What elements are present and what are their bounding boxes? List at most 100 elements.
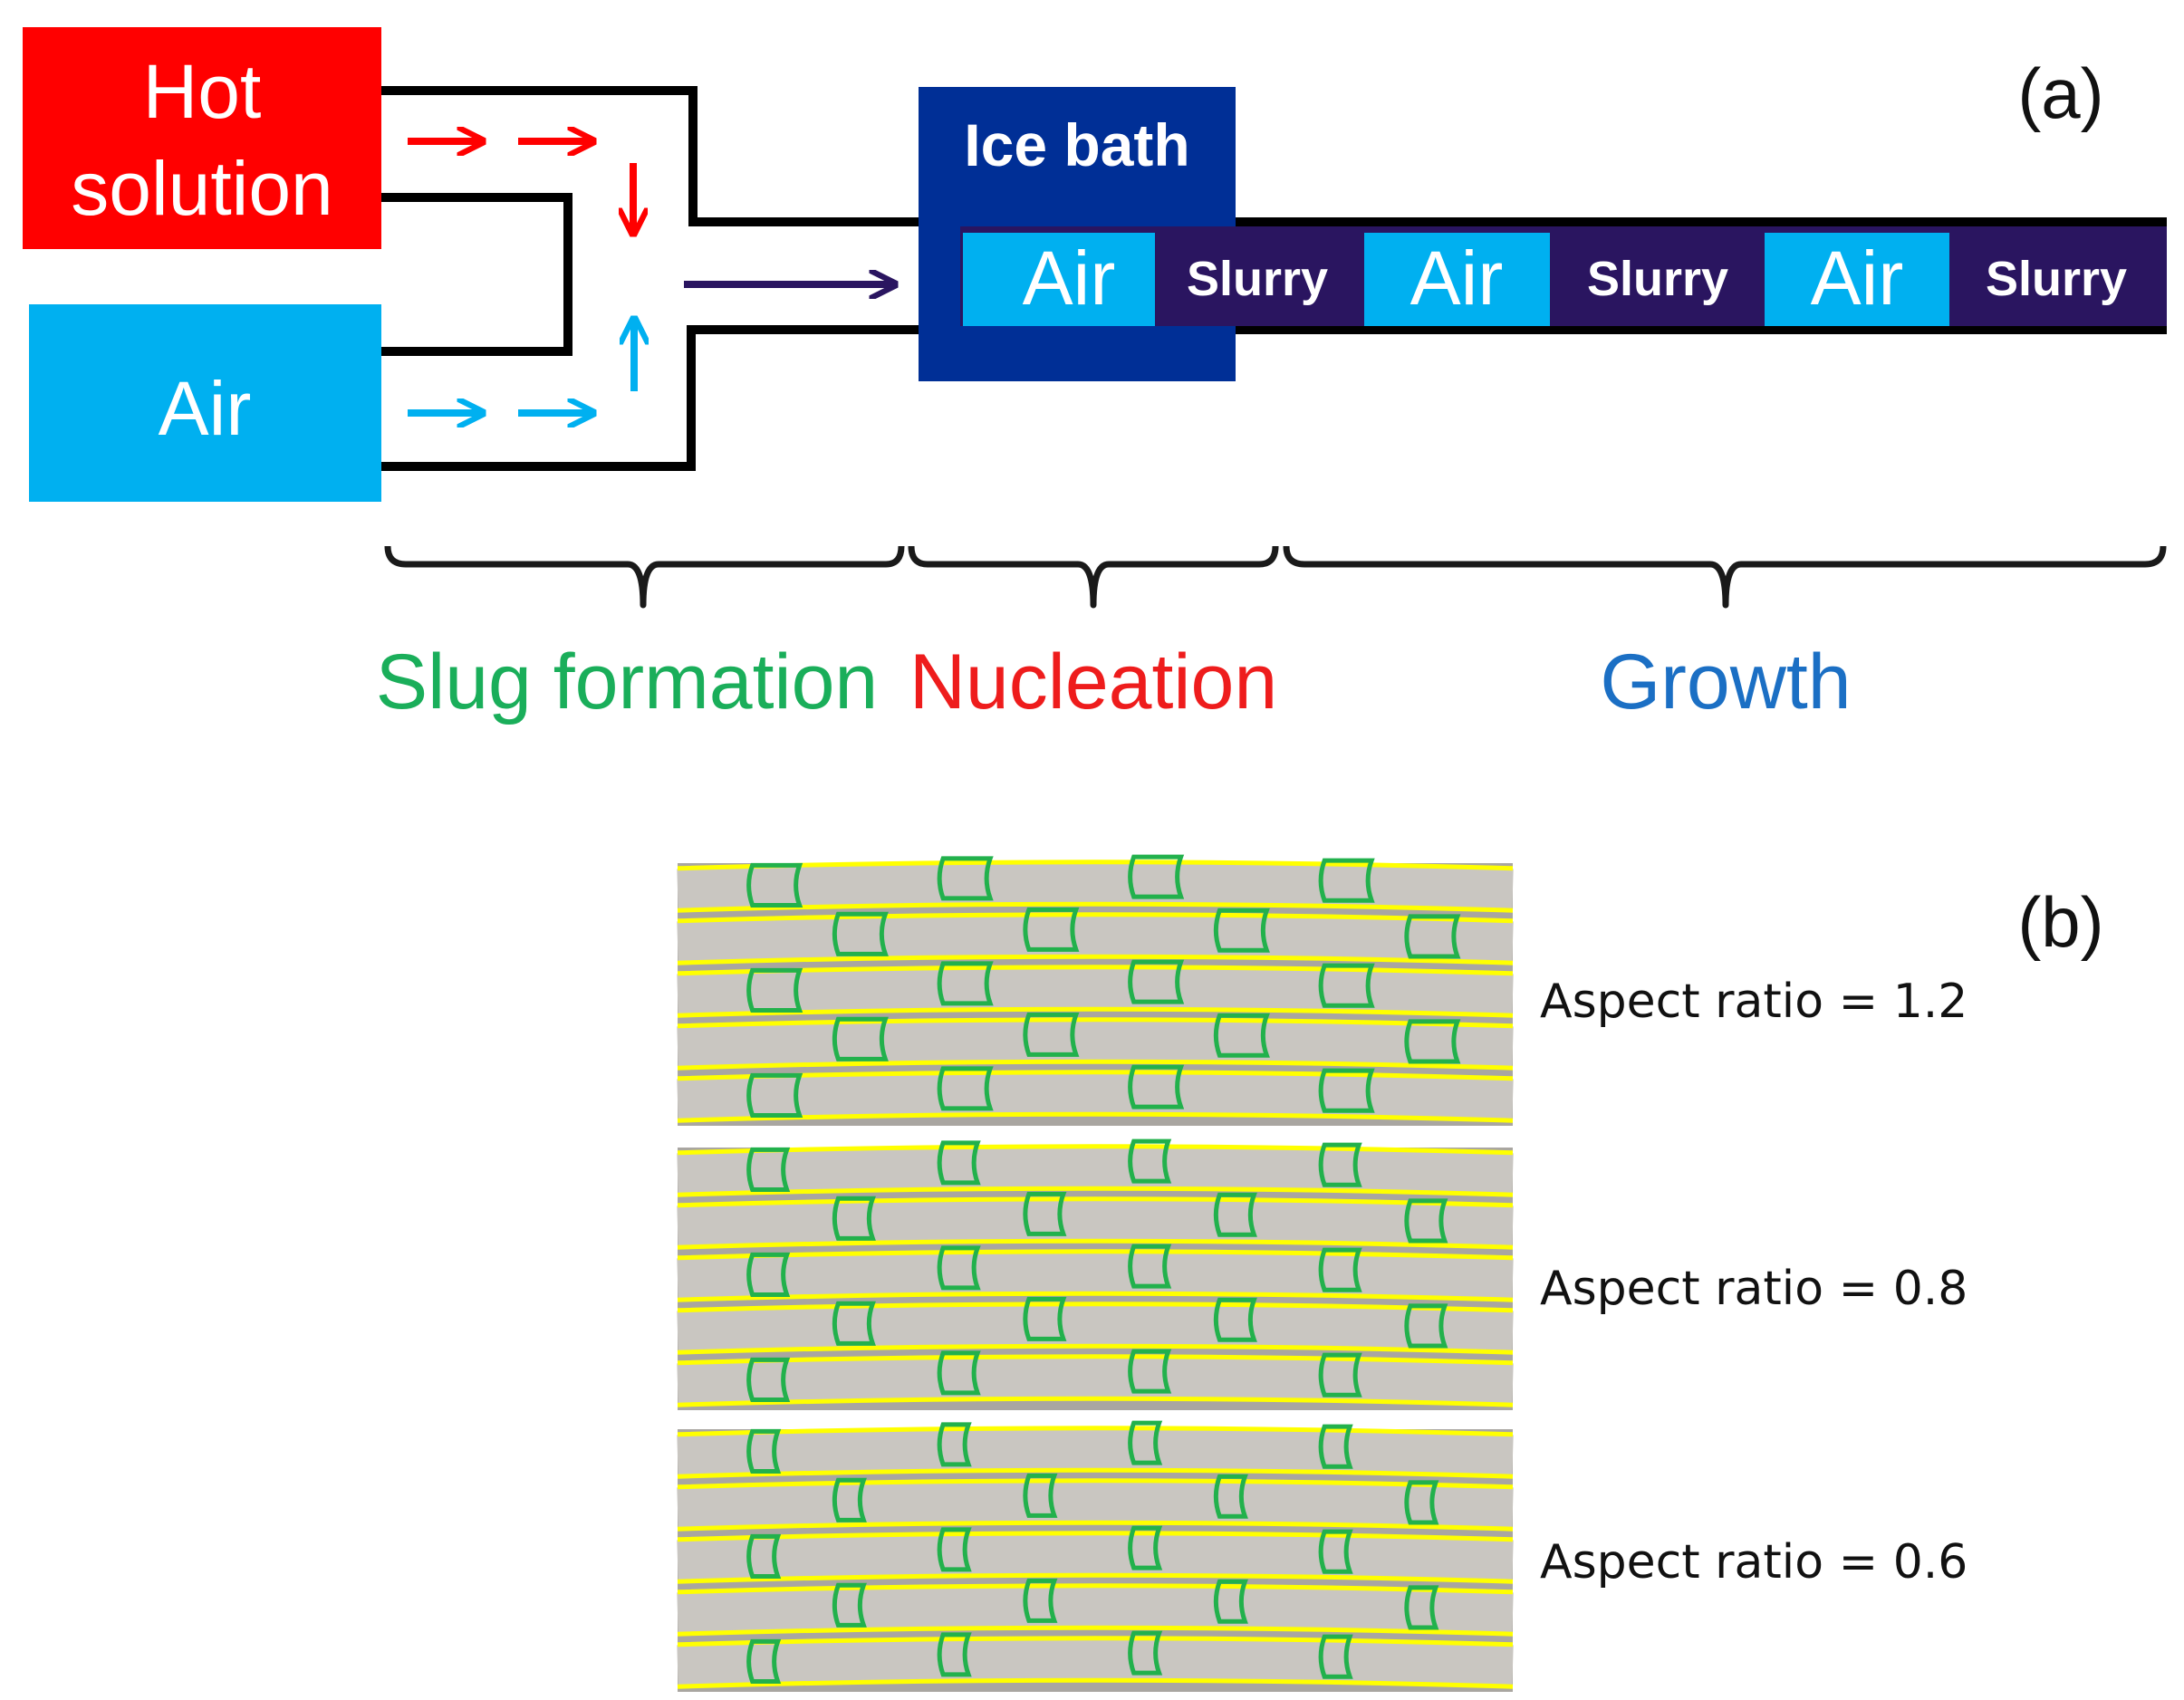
tube-body <box>677 1586 1514 1634</box>
slug-outline <box>1404 914 1461 959</box>
slug-outline <box>746 1428 782 1474</box>
tube-body <box>677 1428 1514 1476</box>
slug-outline <box>746 1638 782 1684</box>
slug-outline <box>746 1072 803 1118</box>
slug-outline <box>746 967 803 1013</box>
tube-wall-highlight <box>677 1625 1514 1637</box>
growth-brace <box>1283 545 2167 609</box>
tube-wall-highlight <box>677 1249 1514 1261</box>
slug-outline <box>1213 1192 1257 1237</box>
slug-outline <box>746 1533 782 1579</box>
tube-body <box>677 1072 1514 1120</box>
slug-outline <box>832 1016 889 1061</box>
slug-outline <box>1128 1420 1163 1465</box>
slug-outline <box>937 1527 972 1572</box>
nucleation-brace <box>908 545 1279 609</box>
tube-wall-highlight <box>677 1531 1514 1542</box>
tube-wall-highlight <box>677 1017 1514 1029</box>
slug-train: Air Slurry Air Slurry Air Slurry <box>963 233 2127 326</box>
slug-outline <box>937 856 994 901</box>
stage-label-growth: Growth <box>1600 639 1851 725</box>
tube-body <box>677 1357 1514 1405</box>
air-source-box <box>29 304 381 502</box>
segment-label: Air <box>1410 235 1504 321</box>
slug-outline <box>1318 1352 1362 1397</box>
tube-wall-highlight <box>677 1636 1514 1647</box>
slug-outline <box>1128 1525 1163 1570</box>
tube-wall-highlight <box>677 1572 1514 1584</box>
aspect-ratio-caption-2: Aspect ratio = 0.8 <box>1540 1262 1968 1316</box>
slug-outline <box>1318 1247 1362 1292</box>
slug-outline <box>1318 1529 1353 1574</box>
slug-outline <box>832 1196 876 1241</box>
tube-wall-highlight <box>677 1467 1514 1479</box>
tube-wall-highlight <box>677 1354 1514 1366</box>
slug-outline <box>1404 1198 1448 1244</box>
slug-outline <box>937 1350 981 1396</box>
inlet-channels <box>381 86 2167 471</box>
tube-wall-highlight <box>677 1478 1514 1490</box>
tube-wall-highlight <box>677 1059 1514 1071</box>
tube-body <box>677 1638 1514 1686</box>
slug-outline <box>1128 1630 1163 1676</box>
slug-outline <box>832 1477 867 1522</box>
segment-label: Slurry <box>1187 252 1328 306</box>
slug-outline <box>1023 1296 1067 1341</box>
tube-photo <box>677 1420 1514 1692</box>
slug-outline <box>1404 1303 1448 1349</box>
slug-outline <box>1318 1634 1353 1679</box>
slug-outline <box>1023 1473 1058 1518</box>
tube-wall-highlight <box>677 1343 1514 1355</box>
tube-body <box>677 1304 1514 1352</box>
tube-photo <box>677 854 1514 1126</box>
stage-label-nucleation: Nucleation <box>909 639 1277 725</box>
tube-body <box>677 1533 1514 1581</box>
hot-solution-box <box>23 27 381 249</box>
segment-label: Air <box>1023 235 1116 321</box>
slug-outline <box>937 1422 972 1467</box>
slug-outline <box>746 1357 791 1402</box>
slug-outline <box>937 1066 994 1111</box>
air-source-label: Air <box>159 366 252 451</box>
tube-body <box>677 967 1514 1015</box>
tube-body <box>677 1020 1514 1068</box>
slug-outline <box>746 1147 791 1192</box>
slug-outline <box>937 961 994 1006</box>
slug-outline <box>1213 1013 1270 1058</box>
ice-bath-label: Ice bath <box>964 111 1189 178</box>
slug-outline <box>1404 1480 1439 1525</box>
panel-b: (b) Aspect ratio = 1.2 Aspect ratio = 0.… <box>677 854 2104 1692</box>
air-slug <box>1364 233 1550 326</box>
slug-outline <box>1213 908 1270 953</box>
slug-outline <box>1128 854 1185 899</box>
segment-label: Air <box>1811 235 1904 321</box>
slug-outline <box>1318 858 1375 903</box>
tube-wall-highlight <box>677 1186 1514 1197</box>
tube-photo <box>677 1138 1514 1410</box>
slug-outline <box>1318 1142 1362 1187</box>
outlet-tube <box>960 226 2167 326</box>
tube-wall-highlight <box>677 1196 1514 1208</box>
slug-outline <box>832 1582 867 1628</box>
slug-formation-brace <box>384 545 905 609</box>
slug-outline <box>937 1245 981 1291</box>
tube-body <box>677 1481 1514 1529</box>
slug-outline <box>937 1632 972 1677</box>
stage-braces <box>384 545 2167 609</box>
slug-outline <box>1318 963 1375 1008</box>
slug-outline <box>1128 1064 1185 1109</box>
slug-outline <box>937 1140 981 1186</box>
tube-wall-highlight <box>677 954 1514 965</box>
tube-wall-highlight <box>677 1583 1514 1595</box>
tube-wall-highlight <box>677 1677 1514 1689</box>
panel-b-label: (b) <box>2017 882 2103 962</box>
tube-wall-highlight <box>677 1396 1514 1407</box>
tube-wall-highlight <box>677 1291 1514 1302</box>
hot-solution-label-line2: solution <box>71 146 333 231</box>
slug-outline <box>1023 1578 1058 1623</box>
hot-solution-flow-arrows <box>408 141 633 231</box>
panel-a-label: (a) <box>2017 53 2103 133</box>
tube-body <box>677 1147 1514 1195</box>
slug-outline <box>1023 1012 1080 1057</box>
